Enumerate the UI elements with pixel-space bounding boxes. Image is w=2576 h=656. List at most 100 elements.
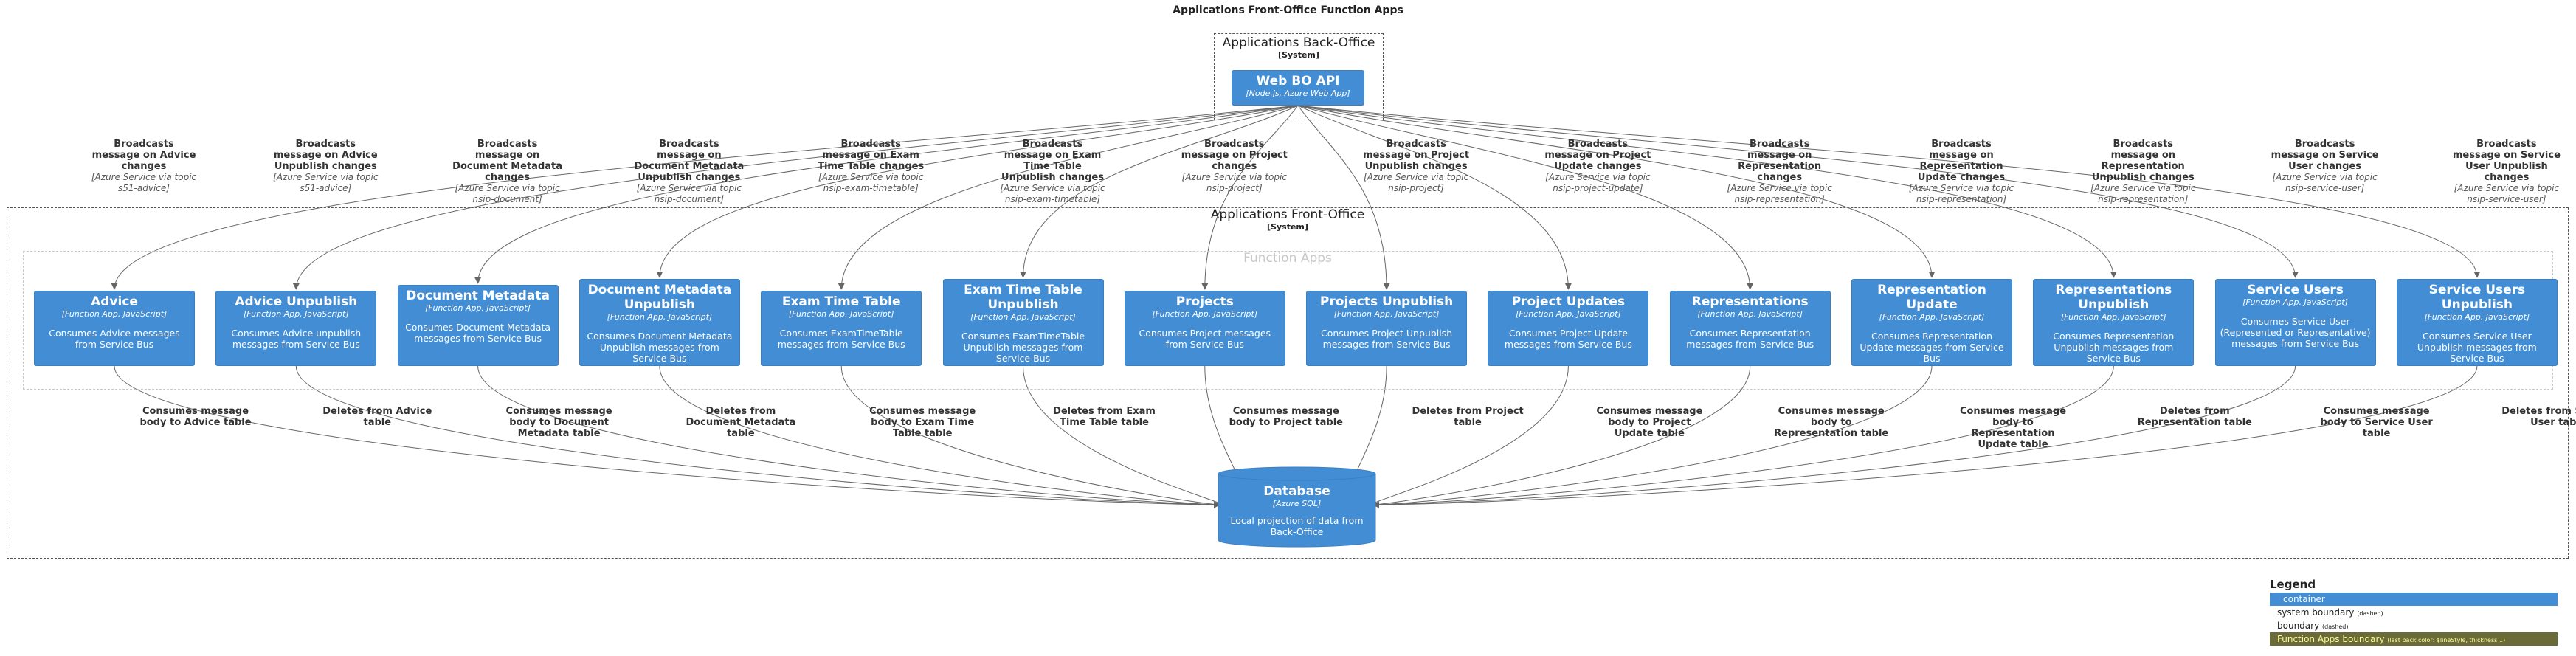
broadcast-edge (1297, 105, 1936, 278)
db-edge (1372, 365, 2114, 508)
broadcast-message: Broadcasts message on Exam Time Table Un… (1001, 139, 1104, 183)
function-desc: Consumes Project Update messages from Se… (1504, 328, 1632, 350)
legend-boundary-note: (dashed) (2322, 624, 2349, 630)
broadcast-topic: [Azure Service via topic nsip-document] (455, 183, 560, 204)
db-edge-label: Deletes from Project table (1412, 406, 1524, 428)
broadcast-label: Broadcasts message on Representation Upd… (1888, 139, 2035, 205)
db-edge-label: Consumes message body to Project Update … (1596, 406, 1703, 439)
broadcast-edge (1297, 105, 1390, 290)
broadcast-topic: [Azure Service via topic nsip-project-up… (1545, 172, 1651, 193)
broadcast-edge (838, 105, 1299, 290)
function-node[interactable]: Projects[Function App, JavaScript] Consum… (1124, 291, 1285, 366)
broadcast-edge (111, 105, 1299, 290)
db-edge (1372, 365, 1933, 508)
db-edge-label: Deletes from Exam Time Table table (1053, 406, 1156, 428)
web-bo-api-node[interactable]: Web BO API [Node.js, Azure Web App] (1232, 70, 1364, 106)
broadcast-label: Broadcasts message on Document Metadata … (434, 139, 581, 205)
function-node[interactable]: Advice[Function App, JavaScript]Consumes… (34, 291, 195, 366)
broadcast-edge (1297, 105, 2117, 278)
database-text: Database [Azure SQL] Local projection of… (1218, 481, 1376, 542)
function-name: Projects (1175, 294, 1234, 309)
db-edge (295, 365, 1220, 508)
front-office-boundary (7, 207, 2569, 559)
function-node[interactable]: Project Updates[Function App, JavaScript… (1488, 291, 1649, 366)
broadcast-label: Broadcasts message on Representation Unp… (2069, 139, 2217, 205)
broadcast-label: Broadcasts message on Advice changes[Azu… (70, 139, 218, 194)
broadcast-edge (292, 105, 1299, 290)
broadcast-topic: [Azure Service via topic nsip-representa… (1727, 183, 1832, 204)
function-tech: [Function App, JavaScript] (970, 312, 1076, 322)
function-node[interactable]: Document Metadata[Function App, JavaScri… (397, 285, 559, 366)
broadcast-label: Broadcasts message on Project Update cha… (1524, 139, 1671, 194)
database-name: Database (1263, 484, 1330, 499)
db-edge-label: Deletes from Service User table (2501, 406, 2576, 428)
broadcast-message: Broadcasts message on Exam Time Table ch… (818, 139, 925, 172)
broadcast-label: Broadcasts message on Document Metadata … (615, 139, 763, 205)
db-edge (659, 365, 1220, 508)
function-desc: Consumes Project messages from Service B… (1139, 328, 1271, 350)
db-edge (1372, 365, 2478, 508)
broadcast-topic: [Azure Service via topic s51-advice] (273, 172, 379, 193)
db-edge (114, 365, 1220, 508)
function-desc: Consumes Advice unpublish messages from … (231, 328, 362, 350)
broadcast-edge (1297, 105, 2299, 278)
function-name: Exam Time Table Unpublish (964, 283, 1082, 312)
legend-function-apps-boundary: Function Apps boundary (last back color:… (2270, 632, 2558, 646)
legend-system-boundary-note: (dashed) (2357, 610, 2383, 617)
function-tech: [Function App, JavaScript] (61, 309, 168, 319)
function-tech: [Function App, JavaScript] (2242, 297, 2348, 307)
function-desc: Consumes Representation Update messages … (1860, 331, 2004, 364)
function-name: Service Users Unpublish (2428, 283, 2526, 312)
broadcast-topic: [Azure Service via topic nsip-project] (1181, 172, 1287, 193)
db-edge (840, 365, 1220, 508)
function-name: Project Updates (1511, 294, 1626, 309)
function-node[interactable]: Advice Unpublish[Function App, JavaScrip… (215, 291, 377, 366)
function-node[interactable]: Representations Unpublish[Function App, … (2033, 279, 2195, 366)
broadcast-topic: [Azure Service via topic nsip-representa… (1908, 183, 2014, 204)
broadcast-edge (1297, 105, 2481, 278)
broadcast-message: Broadcasts message on Service User Unpub… (2452, 139, 2561, 183)
function-node[interactable]: Representations[Function App, JavaScript… (1669, 291, 1831, 366)
function-desc: Consumes Service User (Represented or Re… (2220, 316, 2371, 349)
database-tech: [Azure SQL] (1272, 499, 1322, 508)
function-desc: Consumes ExamTimeTable Unpublish message… (961, 331, 1085, 364)
web-bo-api-name: Web BO API (1256, 74, 1340, 89)
db-edge-label: Consumes message body to Advice table (139, 406, 252, 428)
function-node[interactable]: Document Metadata Unpublish[Function App… (579, 279, 740, 366)
broadcast-topic: [Azure Service via topic nsip-representa… (2090, 183, 2196, 204)
database-cylinder[interactable] (1218, 466, 1376, 548)
broadcast-message: Broadcasts message on Representation cha… (1738, 139, 1822, 183)
broadcast-message: Broadcasts message on Document Metadata … (634, 139, 745, 183)
broadcast-message: Broadcasts message on Advice changes (91, 139, 196, 172)
function-name: Representation Update (1877, 283, 1986, 312)
function-node[interactable]: Projects Unpublish[Function App, JavaScr… (1306, 291, 1468, 366)
function-name: Representations Unpublish (2055, 283, 2172, 312)
function-name: Document Metadata (406, 289, 550, 303)
broadcast-label: Broadcasts message on Project changes[Az… (1161, 139, 1308, 194)
db-edge (1023, 365, 1226, 508)
broadcast-edge (474, 105, 1299, 284)
broadcast-edge (1020, 105, 1299, 278)
function-node[interactable]: Service Users Unpublish[Function App, Ja… (2396, 279, 2558, 366)
db-edge-label: Consumes message body to Service User ta… (2320, 406, 2433, 439)
function-tech: [Function App, JavaScript] (1152, 309, 1258, 319)
broadcast-message: Broadcasts message on Service User chang… (2271, 139, 2379, 172)
broadcast-label: Broadcasts message on Service User chang… (2251, 139, 2399, 194)
function-apps-label: Function Apps (1243, 251, 1332, 266)
function-node[interactable]: Service Users[Function App, JavaScript]C… (2214, 279, 2376, 366)
broadcast-label: Broadcasts message on Exam Time Table Un… (979, 139, 1127, 205)
db-edge (1372, 365, 2296, 508)
back-office-type: [System] (1278, 50, 1319, 60)
legend-fn-boundary-label: Function Apps boundary (2277, 634, 2385, 644)
function-node[interactable]: Representation Update[Function App, Java… (1851, 279, 2012, 366)
broadcast-topic: [Azure Service via topic s51-advice] (91, 172, 197, 193)
function-node[interactable]: Exam Time Table[Function App, JavaScript… (761, 291, 922, 366)
broadcast-edge (1297, 105, 1754, 290)
broadcast-label: Broadcasts message on Exam Time Table ch… (797, 139, 945, 194)
function-node[interactable]: Exam Time Table Unpublish[Function App, … (942, 279, 1104, 366)
function-tech: [Function App, JavaScript] (1516, 309, 1621, 319)
db-edge-label: Consumes message body to Representation … (1774, 406, 1889, 439)
function-desc: Consumes Advice messages from Service Bu… (49, 328, 180, 350)
legend-container-label: container (2283, 594, 2325, 604)
